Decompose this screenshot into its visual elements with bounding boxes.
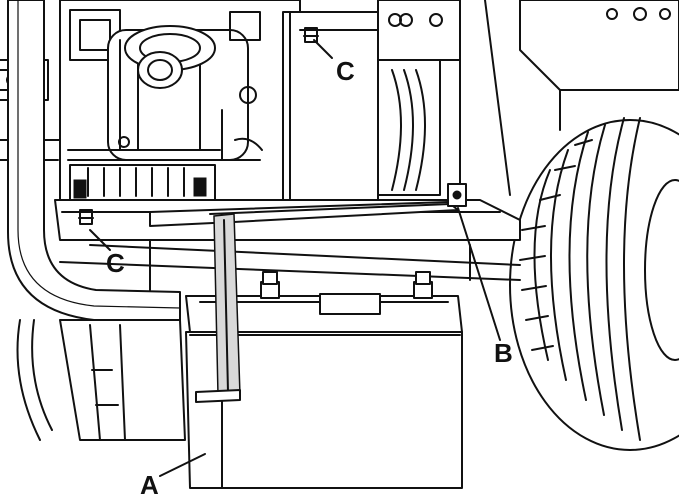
rear-tire <box>509 117 679 451</box>
battery <box>185 271 463 489</box>
callout-c-upper: C <box>336 56 355 86</box>
lower-bolt-c <box>76 209 96 225</box>
callout-c-lower: C <box>106 248 125 278</box>
side-panels <box>459 0 679 196</box>
battery-terminal-right <box>413 271 433 299</box>
callout-a: A <box>140 470 159 498</box>
upper-bolt-c <box>301 27 321 43</box>
callout-b: B <box>494 338 513 368</box>
left-lower-housing <box>16 319 186 441</box>
upper-bracket <box>282 0 461 206</box>
leader-lines <box>89 39 501 477</box>
battery-terminal-left <box>260 271 280 299</box>
starter-motor <box>107 11 261 161</box>
engine-shroud <box>377 59 441 196</box>
battery-hold-down-strap <box>149 183 467 403</box>
